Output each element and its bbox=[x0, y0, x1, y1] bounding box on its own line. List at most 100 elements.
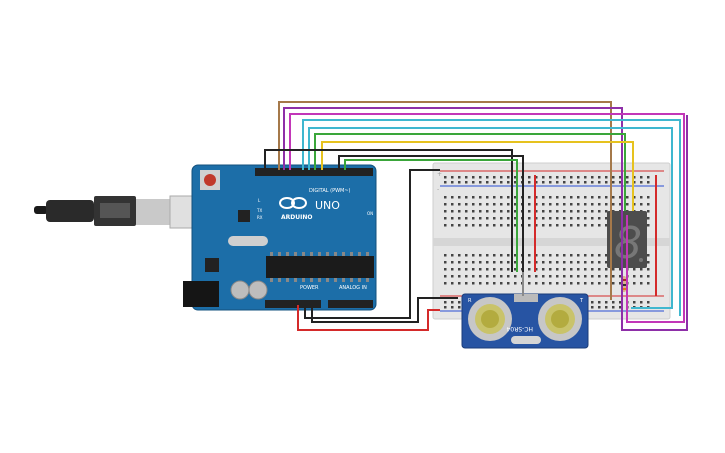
breadboard-hole bbox=[465, 181, 468, 184]
breadboard-hole bbox=[486, 196, 489, 199]
breadboard-hole bbox=[549, 181, 552, 184]
breadboard-hole bbox=[549, 176, 552, 179]
breadboard-hole bbox=[479, 254, 482, 257]
breadboard-hole bbox=[584, 275, 587, 278]
l-label: L bbox=[258, 198, 261, 203]
breadboard-hole bbox=[563, 181, 566, 184]
breadboard-hole bbox=[591, 306, 594, 309]
breadboard-hole bbox=[451, 176, 454, 179]
breadboard-hole bbox=[451, 210, 454, 213]
breadboard-hole bbox=[633, 203, 636, 206]
breadboard-hole bbox=[647, 176, 650, 179]
breadboard-hole bbox=[458, 275, 461, 278]
wire-green bbox=[314, 133, 626, 211]
breadboard-hole bbox=[591, 203, 594, 206]
breadboard-hole bbox=[507, 254, 510, 257]
breadboard-hole bbox=[472, 261, 475, 264]
breadboard-hole bbox=[640, 196, 643, 199]
breadboard-hole bbox=[647, 268, 650, 271]
breadboard-hole bbox=[570, 261, 573, 264]
breadboard-hole bbox=[570, 224, 573, 227]
breadboard-hole bbox=[591, 254, 594, 257]
crystal bbox=[228, 236, 268, 246]
breadboard-hole bbox=[577, 181, 580, 184]
breadboard-hole bbox=[556, 268, 559, 271]
breadboard-hole bbox=[472, 282, 475, 285]
breadboard-hole bbox=[549, 261, 552, 264]
breadboard-hole bbox=[605, 224, 608, 227]
breadboard-hole bbox=[486, 217, 489, 220]
breadboard-hole bbox=[556, 203, 559, 206]
breadboard-hole bbox=[507, 275, 510, 278]
breadboard-hole bbox=[570, 268, 573, 271]
sensor-right-mark: T bbox=[579, 298, 584, 304]
capacitor bbox=[230, 280, 250, 300]
breadboard-hole bbox=[493, 203, 496, 206]
breadboard-hole bbox=[633, 176, 636, 179]
breadboard-hole bbox=[598, 181, 601, 184]
breadboard-hole bbox=[640, 282, 643, 285]
breadboard-hole bbox=[591, 224, 594, 227]
breadboard-hole bbox=[444, 176, 447, 179]
breadboard-hole bbox=[612, 181, 615, 184]
breadboard-hole bbox=[591, 217, 594, 220]
breadboard-hole bbox=[479, 181, 482, 184]
breadboard-hole bbox=[598, 261, 601, 264]
breadboard-hole bbox=[514, 224, 517, 227]
breadboard-hole bbox=[500, 176, 503, 179]
breadboard-hole bbox=[542, 282, 545, 285]
breadboard-hole bbox=[507, 176, 510, 179]
breadboard-hole bbox=[479, 275, 482, 278]
breadboard-hole bbox=[647, 261, 650, 264]
breadboard-hole bbox=[444, 196, 447, 199]
breadboard-hole bbox=[619, 282, 622, 285]
breadboard-hole bbox=[605, 176, 608, 179]
breadboard-hole bbox=[514, 176, 517, 179]
breadboard-hole bbox=[570, 196, 573, 199]
breadboard-hole bbox=[591, 261, 594, 264]
breadboard-hole bbox=[598, 275, 601, 278]
breadboard-hole bbox=[647, 203, 650, 206]
breadboard-hole bbox=[598, 176, 601, 179]
breadboard-hole bbox=[479, 176, 482, 179]
wire-green-2 bbox=[344, 159, 518, 272]
wire-cyan-1 bbox=[302, 119, 681, 316]
arduino-board: ARDUINO UNO DIGITAL (PWM~) POWER ANALOG … bbox=[183, 164, 377, 311]
breadboard-hole bbox=[472, 224, 475, 227]
breadboard-hole bbox=[647, 181, 650, 184]
breadboard-hole bbox=[472, 203, 475, 206]
breadboard-hole bbox=[591, 275, 594, 278]
sensor-model: HC-SR04 bbox=[506, 325, 533, 332]
breadboard-hole bbox=[549, 203, 552, 206]
breadboard-hole bbox=[612, 176, 615, 179]
model-label: UNO bbox=[315, 199, 340, 212]
breadboard-hole bbox=[472, 275, 475, 278]
breadboard-hole bbox=[556, 254, 559, 257]
breadboard-hole bbox=[605, 261, 608, 264]
breadboard-hole bbox=[633, 282, 636, 285]
breadboard-hole bbox=[535, 275, 538, 278]
breadboard-hole bbox=[535, 217, 538, 220]
breadboard-hole bbox=[598, 301, 601, 304]
breadboard-hole bbox=[458, 224, 461, 227]
reset-button-cap[interactable] bbox=[204, 174, 216, 186]
breadboard-hole bbox=[542, 268, 545, 271]
breadboard-hole bbox=[605, 203, 608, 206]
breadboard-hole bbox=[626, 181, 629, 184]
breadboard-hole bbox=[647, 210, 650, 213]
breadboard-hole bbox=[542, 224, 545, 227]
breadboard-hole bbox=[591, 176, 594, 179]
breadboard-hole bbox=[542, 217, 545, 220]
breadboard-hole bbox=[633, 181, 636, 184]
breadboard-hole bbox=[605, 217, 608, 220]
breadboard-hole bbox=[514, 181, 517, 184]
breadboard-hole bbox=[647, 217, 650, 220]
breadboard-hole bbox=[535, 268, 538, 271]
breadboard-hole bbox=[465, 210, 468, 213]
breadboard-hole bbox=[451, 203, 454, 206]
breadboard-hole bbox=[542, 275, 545, 278]
breadboard-hole bbox=[619, 196, 622, 199]
breadboard-hole bbox=[444, 181, 447, 184]
breadboard-hole bbox=[605, 268, 608, 271]
breadboard-hole bbox=[577, 261, 580, 264]
